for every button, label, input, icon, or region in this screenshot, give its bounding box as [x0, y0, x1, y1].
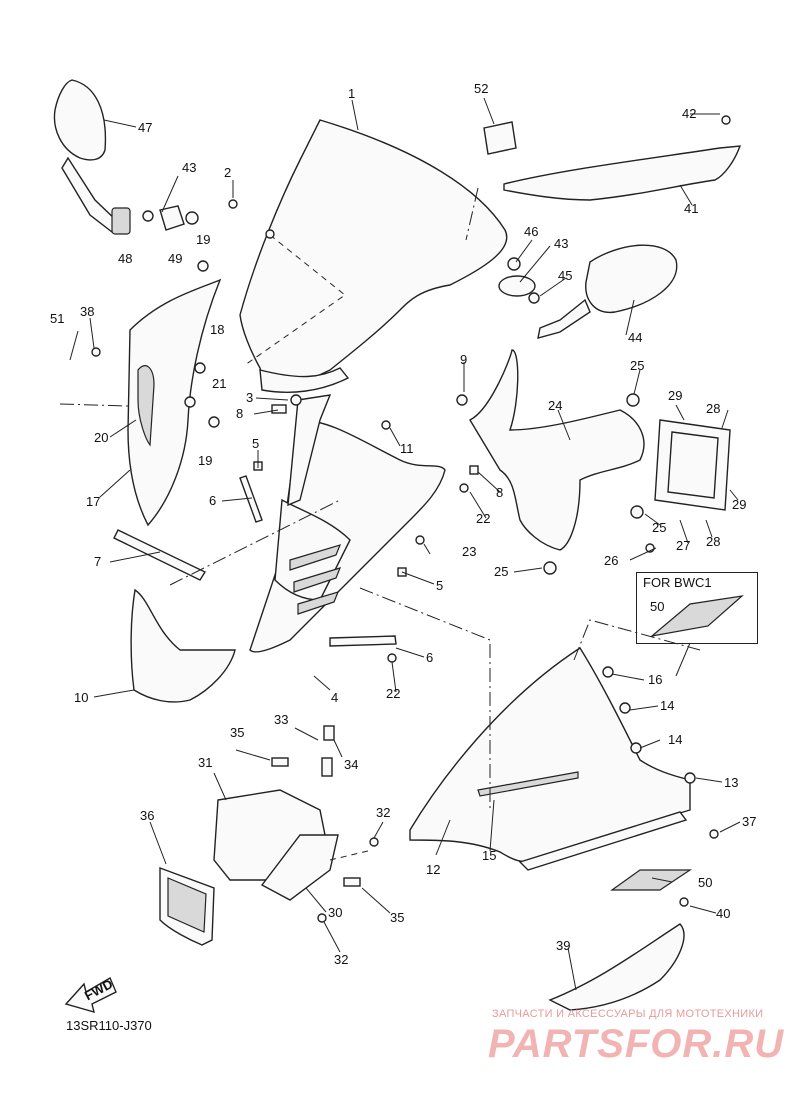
callout-1: 1	[348, 86, 355, 101]
callout-19b: 19	[198, 453, 212, 468]
callout-26: 26	[604, 553, 618, 568]
callout-33: 33	[274, 712, 288, 727]
callout-10: 10	[74, 690, 88, 705]
callout-35: 35	[230, 725, 244, 740]
callout-17: 17	[86, 494, 100, 509]
upper-cowl-bracket	[503, 145, 742, 201]
callout-22: 22	[476, 511, 490, 526]
callout-28: 28	[706, 401, 720, 416]
callout-31: 31	[198, 755, 212, 770]
callout-49: 49	[168, 251, 182, 266]
callout-24: 24	[548, 398, 562, 413]
callout-12: 12	[426, 862, 440, 877]
callout-16: 16	[648, 672, 662, 687]
side-cover-left	[127, 278, 222, 527]
callout-44: 44	[628, 330, 642, 345]
callout-41: 41	[684, 201, 698, 216]
callout-8: 8	[236, 406, 243, 421]
callout-39: 39	[556, 938, 570, 953]
callout-37: 37	[742, 814, 756, 829]
callout-3: 3	[246, 390, 253, 405]
headlight-stay	[469, 349, 645, 551]
callout-19: 19	[196, 232, 210, 247]
diagram-code: 13SR110-J370	[66, 1018, 152, 1033]
callout-4: 4	[331, 690, 338, 705]
callout-45: 45	[558, 268, 572, 283]
callout-25c: 25	[494, 564, 508, 579]
callout-35b: 35	[390, 910, 404, 925]
variant-label: FOR BWC1	[643, 575, 712, 590]
callout-34: 34	[344, 757, 358, 772]
callout-14b: 14	[668, 732, 682, 747]
variant-box: FOR BWC1	[636, 572, 758, 644]
callout-48: 48	[118, 251, 132, 266]
callout-13: 13	[724, 775, 738, 790]
callout-14: 14	[660, 698, 674, 713]
callout-51: 51	[50, 311, 64, 326]
side-cover-lower	[548, 923, 685, 1011]
callout-6b: 6	[426, 650, 433, 665]
mirror-left	[53, 79, 107, 161]
callout-9: 9	[460, 352, 467, 367]
callout-labels: 1 2 3 4 5 5 6 6 7 8 8 9 10 11 12 13 14 1…	[50, 81, 756, 967]
callout-25b: 25	[652, 520, 666, 535]
callout-5b: 5	[436, 578, 443, 593]
callout-20: 20	[94, 430, 108, 445]
callout-43b: 43	[554, 236, 568, 251]
callout-5: 5	[252, 436, 259, 451]
callout-38: 38	[80, 304, 94, 319]
callout-2: 2	[224, 165, 231, 180]
mirror-right	[585, 244, 678, 314]
watermark-caption: ЗАПЧАСТИ И АКСЕССУАРЫ ДЛЯ МОТОТЕХНИКИ	[492, 1008, 764, 1020]
callout-50: 50	[650, 599, 664, 614]
callout-46: 46	[524, 224, 538, 239]
callout-52: 52	[474, 81, 488, 96]
callout-27: 27	[676, 538, 690, 553]
callout-36: 36	[140, 808, 154, 823]
callout-22b: 22	[386, 686, 400, 701]
leader-lines	[69, 97, 741, 991]
callout-32b: 32	[334, 952, 348, 967]
callout-47: 47	[138, 120, 152, 135]
callout-21: 21	[212, 376, 226, 391]
callout-7: 7	[94, 554, 101, 569]
callout-25: 25	[630, 358, 644, 373]
windshield	[239, 119, 508, 388]
callout-8b: 8	[496, 485, 503, 500]
callout-18: 18	[210, 322, 224, 337]
callout-32: 32	[376, 805, 390, 820]
callout-29b: 29	[732, 497, 746, 512]
callout-40: 40	[716, 906, 730, 921]
callout-23: 23	[462, 544, 476, 559]
callout-6: 6	[209, 493, 216, 508]
callout-42: 42	[682, 106, 696, 121]
callout-28b: 28	[706, 534, 720, 549]
callout-15: 15	[482, 848, 496, 863]
callout-50b: 50	[698, 875, 712, 890]
fwd-arrow-icon: FWD	[64, 976, 117, 1014]
callout-43: 43	[182, 160, 196, 175]
callout-29: 29	[668, 388, 682, 403]
watermark-logo: PARTSFOR.RU	[488, 1022, 785, 1066]
callout-30: 30	[328, 905, 342, 920]
air-duct-left	[130, 588, 236, 703]
callout-11: 11	[400, 441, 414, 456]
